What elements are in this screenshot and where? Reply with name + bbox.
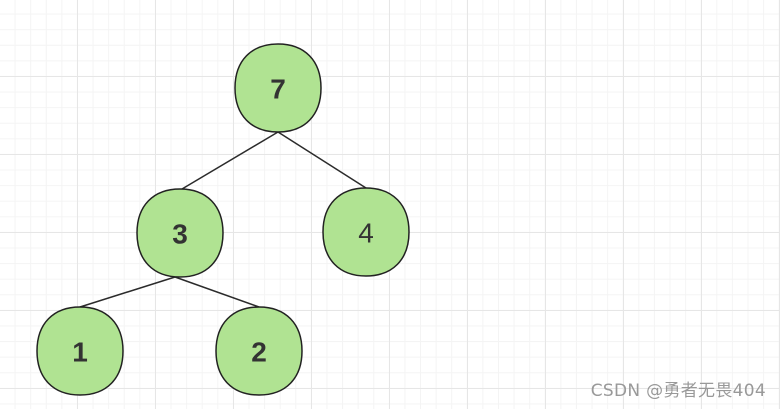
tree-node-3: 3 [136, 188, 224, 278]
tree-node-label: 7 [270, 74, 286, 105]
tree-node-1: 1 [36, 306, 124, 396]
tree-node-label: 2 [251, 337, 267, 368]
csdn-watermark: CSDN @勇者无畏404 [590, 381, 766, 401]
edge-n7-n4 [277, 131, 367, 189]
tree-node-2: 2 [215, 306, 303, 396]
tree-node-shape [215, 306, 303, 396]
tree-node-shape [136, 188, 224, 278]
tree-node-label: 1 [72, 337, 88, 368]
tree-node-label: 4 [358, 218, 374, 249]
tree-node-label: 3 [172, 219, 188, 250]
tree-node-shape [36, 306, 124, 396]
nodes-layer: 7 3 4 1 2 [36, 43, 410, 396]
tree-node-7: 7 [234, 43, 322, 133]
edge-n7-n3 [181, 131, 279, 190]
edges-layer [79, 131, 367, 308]
tree-node-shape [234, 43, 322, 133]
edge-n3-n2 [174, 276, 260, 308]
tree-node-shape [322, 187, 410, 277]
tree-node-4: 4 [322, 187, 410, 277]
edge-n3-n1 [79, 276, 176, 308]
